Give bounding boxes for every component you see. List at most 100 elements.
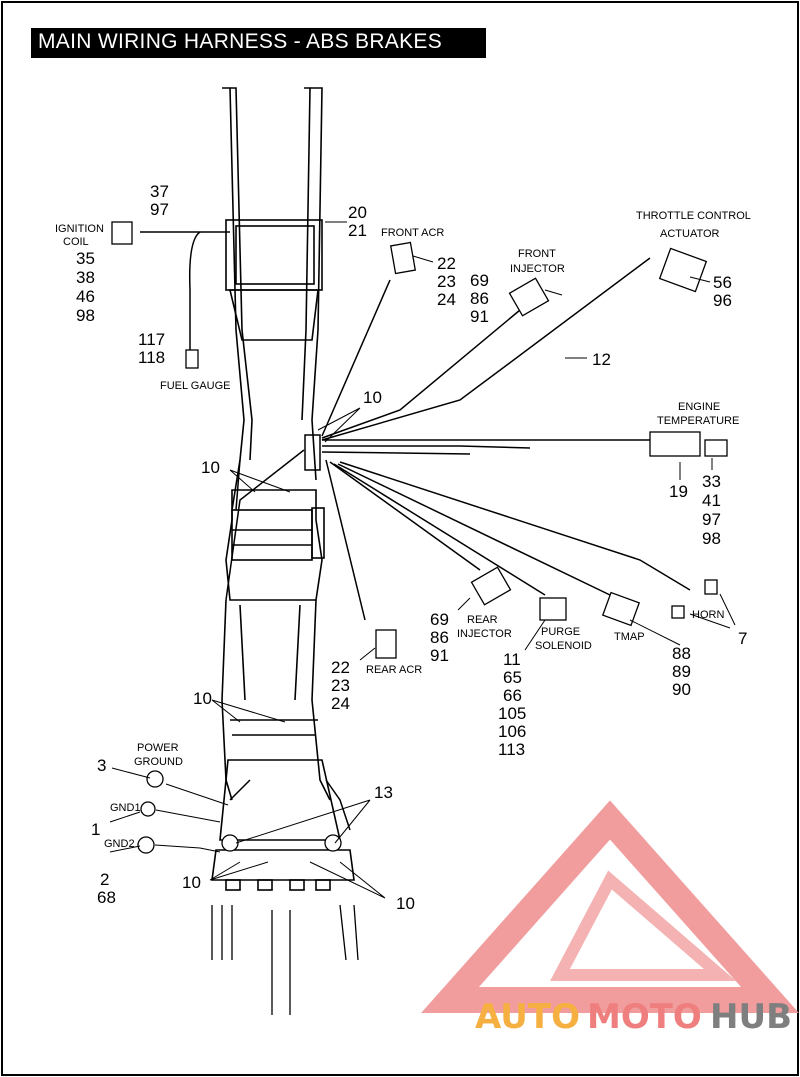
callout-11: 11 [503,650,521,669]
power-ground-terminal [146,770,164,788]
watermark-logo [421,800,799,1013]
callout-86-b: 86 [430,628,449,647]
purge-solenoid-connector [539,597,567,621]
callout-10-d: 10 [182,873,201,892]
front-injector-label-2: INJECTOR [510,263,565,275]
callout-98-b: 98 [702,529,721,548]
gnd1-label: GND1 [110,802,141,814]
callout-105: 105 [498,704,526,723]
frame-outline [211,87,355,891]
rear-injector-connector [470,566,512,606]
grommet-left [221,834,239,852]
callout-98: 98 [76,306,95,325]
power-ground-label-2: GROUND [134,756,183,768]
callout-113: 113 [498,740,525,759]
callout-21: 21 [348,221,367,240]
front-acr-connector [389,241,417,275]
ignition-coil-label-1: IGNITION [55,223,104,235]
callout-24-b: 24 [331,694,350,713]
callout-23: 23 [437,272,456,291]
engine-temp-label-1: ENGINE [678,401,720,413]
callout-91-b: 91 [430,646,449,665]
rear-acr-connector [375,629,397,659]
title-bar: MAIN WIRING HARNESS - ABS BRAKES [31,28,486,58]
callout-10-e: 10 [396,894,415,913]
callout-69: 69 [470,271,489,290]
callout-89: 89 [672,662,691,681]
callout-66: 66 [503,686,522,705]
callout-46: 46 [76,287,95,306]
callout-97: 97 [150,200,169,219]
engine-temp-label-2: TEMPERATURE [657,415,739,427]
callout-10-a: 10 [363,388,382,407]
fuel-gauge-connector [185,349,199,369]
harness-wires [140,231,691,831]
callout-35: 35 [76,249,95,268]
watermark-moto: MOTO [587,997,702,1037]
callout-106: 106 [498,722,526,741]
callout-69-b: 69 [430,610,449,629]
callout-2: 2 [100,870,109,889]
callout-19: 19 [669,482,688,501]
engine-temp-sensor [649,431,701,457]
callout-56: 56 [713,273,732,292]
power-ground-label-1: POWER [137,742,179,754]
callout-118: 118 [138,348,165,367]
rear-injector-label-2: INJECTOR [457,628,512,640]
purge-solenoid-label-1: PURGE [541,626,580,638]
callout-10-c: 10 [193,689,212,708]
throttle-actuator-connector [658,247,708,293]
callout-33: 33 [702,472,721,491]
tmap-connector [601,591,641,627]
horn-label: HORN [692,609,724,621]
watermark-auto: AUTO [475,997,580,1037]
front-acr-label: FRONT ACR [381,227,444,239]
horn-connector-b [671,605,685,619]
horn-connector-a [704,579,718,595]
callout-22: 22 [437,254,456,273]
callout-117: 117 [138,330,165,349]
callout-37: 37 [150,182,169,201]
callout-38: 38 [76,268,95,287]
watermark-hub: HUB [710,997,792,1037]
callout-22-b: 22 [331,658,350,677]
throttle-actuator-label-1: THROTTLE CONTROL [636,210,751,222]
gnd2-label: GND2 [104,838,135,850]
throttle-actuator-label-2: ACTUATOR [660,228,720,240]
callout-91: 91 [470,307,489,326]
front-injector-connector [508,277,550,317]
callout-97-b: 97 [702,510,721,529]
callout-23-b: 23 [331,676,350,695]
callout-20: 20 [348,203,367,222]
grommet-right [324,834,342,852]
rear-injector-label-1: REAR [467,614,498,626]
connectors [111,221,728,854]
callout-1: 1 [91,820,100,839]
ignition-coil-label-2: COIL [63,236,89,248]
leader-lines [109,221,736,899]
purge-solenoid-label-2: SOLENOID [535,640,592,652]
callout-86: 86 [470,289,489,308]
callout-13: 13 [374,783,393,802]
rear-acr-label: REAR ACR [366,664,422,676]
callout-88: 88 [672,644,691,663]
callout-10-b: 10 [201,458,220,477]
callout-12: 12 [592,350,611,369]
front-injector-label-1: FRONT [518,248,556,260]
callout-90: 90 [672,680,691,699]
conduits [211,904,359,1015]
fuel-gauge-label: FUEL GAUGE [160,380,231,392]
tmap-label: TMAP [614,631,645,643]
callout-96: 96 [713,291,732,310]
engine-temp-connector [704,439,728,457]
gnd2-terminal [137,836,155,854]
callout-41: 41 [702,491,721,510]
callout-24: 24 [437,290,456,309]
callout-68: 68 [97,888,116,907]
ignition-coil-connector [111,221,133,245]
callout-65: 65 [503,668,522,687]
callout-3: 3 [97,756,106,775]
